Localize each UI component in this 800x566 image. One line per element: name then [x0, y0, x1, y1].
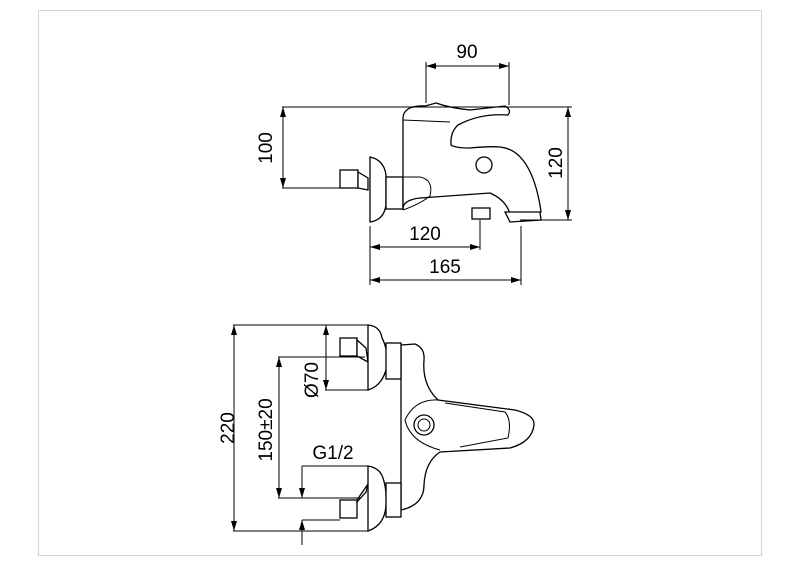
- faucet-side-view: [339, 102, 542, 223]
- faucet-body: [402, 102, 542, 215]
- lever-pivot: [413, 414, 435, 436]
- diverter-knob: [475, 156, 493, 174]
- dim-100: 100: [256, 132, 277, 164]
- escutcheon: [369, 156, 387, 223]
- dim-g1-2: G1/2: [312, 443, 353, 464]
- faucet-top-view: [339, 324, 535, 532]
- dim-165: 165: [429, 257, 461, 278]
- inlet-connector: [339, 169, 359, 189]
- body-top: [400, 343, 535, 511]
- dim-150-20: 150±20: [256, 398, 277, 461]
- drawing-frame: [38, 10, 762, 556]
- dim-120-height: 120: [546, 147, 567, 179]
- dim-120-outlet: 120: [409, 224, 441, 245]
- dim-220: 220: [218, 412, 239, 444]
- top-view-dimensions: 220 Ø70 150±20 G1/2: [218, 324, 368, 545]
- dim-90: 90: [456, 42, 477, 63]
- side-view-dimensions: 90 100 120 120 165: [256, 42, 572, 285]
- dim-diameter-70: Ø70: [302, 362, 323, 398]
